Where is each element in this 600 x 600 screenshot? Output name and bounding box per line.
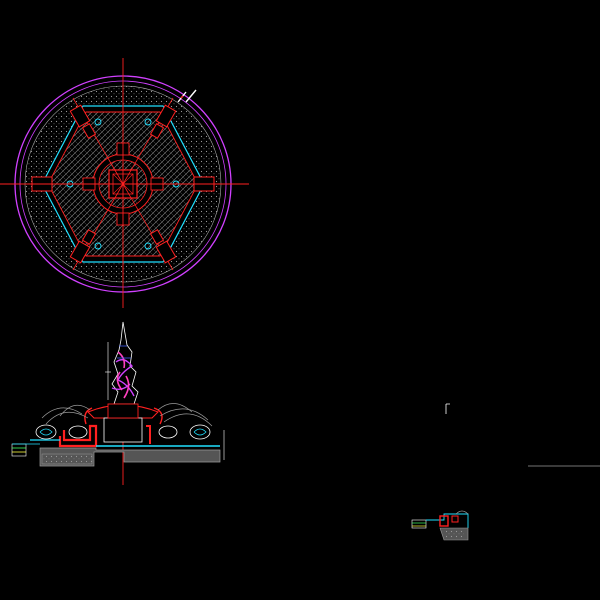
section-mark-arrows bbox=[177, 89, 197, 103]
central-pedestal bbox=[103, 417, 143, 443]
fountain-elevation-view bbox=[11, 321, 225, 485]
fountain-plan-view bbox=[0, 58, 249, 308]
water-jets bbox=[41, 403, 213, 427]
axis-lines bbox=[0, 58, 249, 308]
section-wall-left bbox=[58, 424, 98, 448]
edge-detail bbox=[11, 443, 27, 457]
right-marks bbox=[445, 403, 600, 467]
detail-section-view bbox=[411, 510, 469, 541]
side-sculptures bbox=[35, 424, 211, 440]
spoke-sculptures bbox=[31, 104, 215, 264]
